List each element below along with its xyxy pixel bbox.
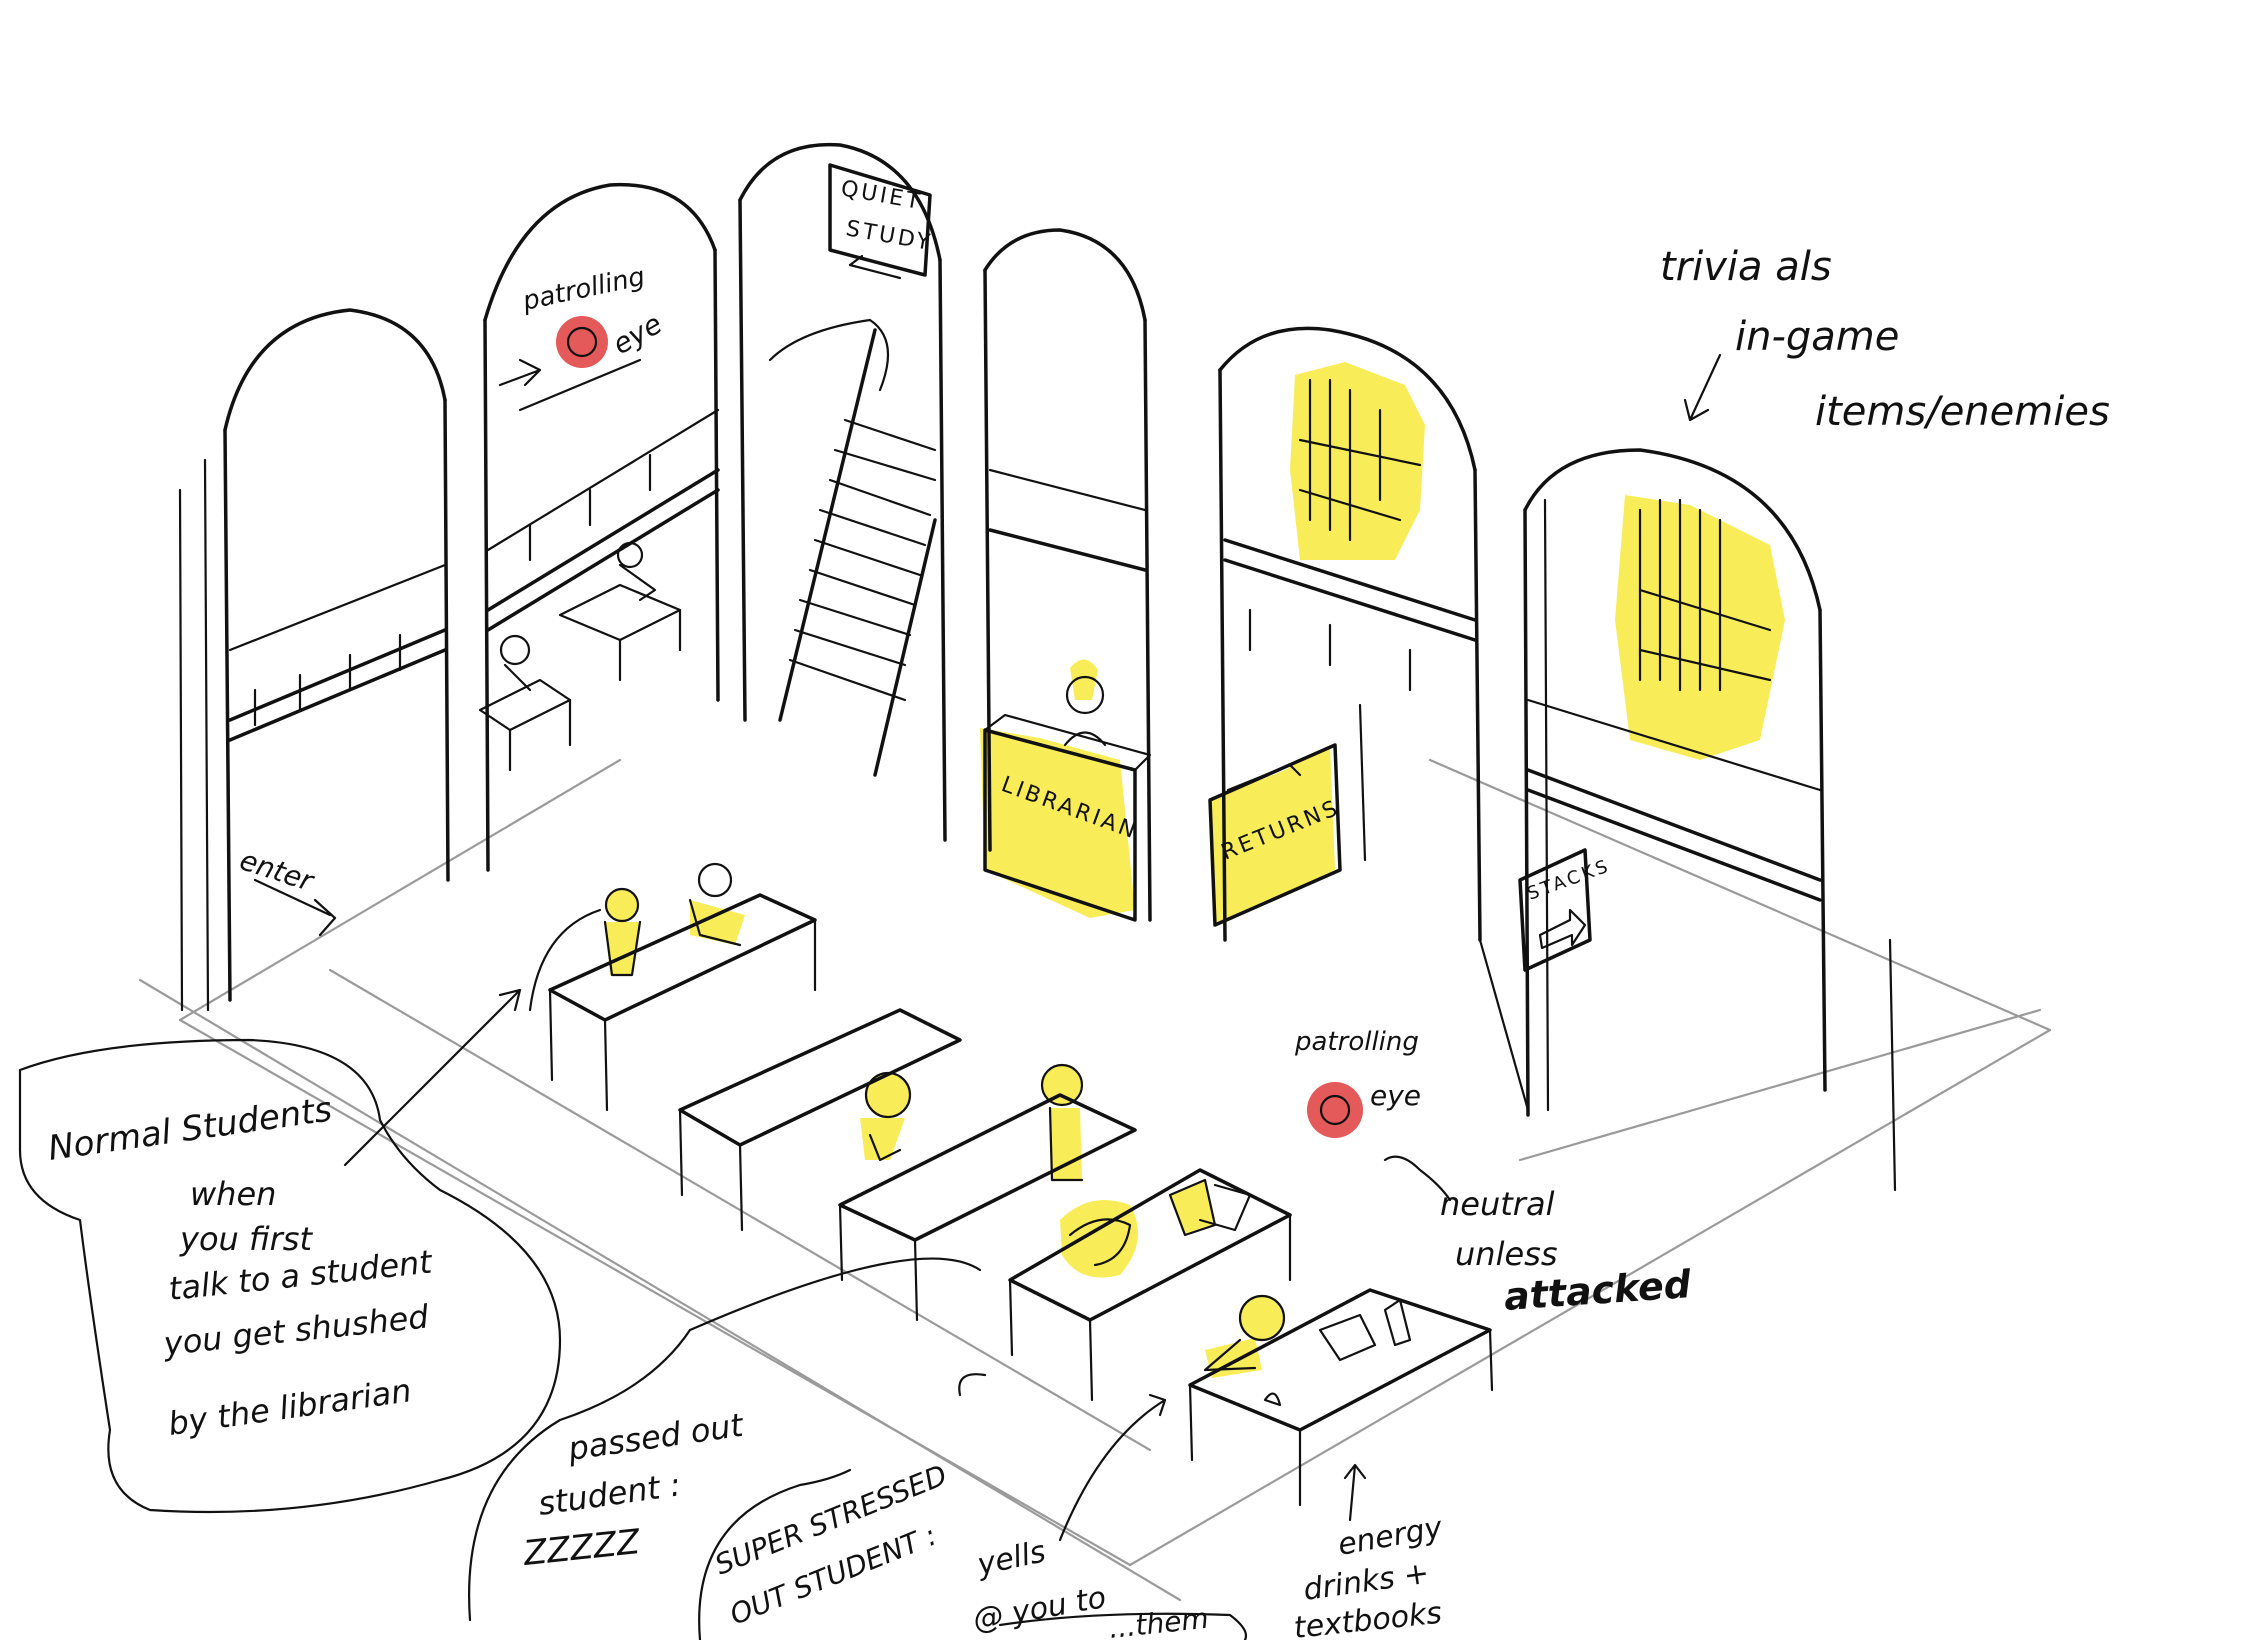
note-yells-2: @ you to <box>970 1580 1108 1638</box>
floor-back-left-edge <box>178 758 622 1022</box>
note-normal-4: you get shushed <box>161 1297 431 1363</box>
student-head-4 <box>1040 1063 1084 1107</box>
floor-front-line <box>138 978 1182 1602</box>
bookshelf-highlight-upper <box>1290 362 1425 560</box>
yells-bubble <box>998 1612 1248 1640</box>
note-passed-3: ZZZZZ <box>521 1522 643 1574</box>
normal-students-arrow <box>343 988 522 1167</box>
note-neutral-2: unless <box>1455 1235 1557 1273</box>
student-body-highlight-2 <box>690 900 745 945</box>
quiet-label: QUIET <box>839 176 924 215</box>
table-2 <box>678 1008 962 1147</box>
arch-2 <box>483 182 717 322</box>
staircase <box>768 318 937 777</box>
note-patrolling-right: patrolling <box>1294 1027 1419 1057</box>
stacks-sign: STACKS <box>1518 848 1614 972</box>
arch-4 <box>983 228 1147 322</box>
student-head-2 <box>697 862 733 898</box>
floor-left-edge <box>178 1018 1132 1567</box>
patrolling-eye-enemy-top <box>556 316 608 368</box>
sleeping-student <box>1068 1218 1132 1267</box>
note-passed-1: passed out <box>565 1406 747 1468</box>
student-green-arc <box>528 908 602 1012</box>
note-normal-1: when <box>190 1175 276 1213</box>
enemies <box>498 316 1363 1138</box>
passed-out-arrow <box>688 1257 982 1332</box>
note-eye-right: eye <box>1370 1079 1421 1112</box>
table-4 <box>1008 1168 1292 1322</box>
students <box>528 862 1412 1407</box>
note-yells-1: yells <box>973 1534 1048 1583</box>
floor <box>138 758 2052 1602</box>
student-head-highlight-3 <box>866 1073 910 1117</box>
librarian-desk-highlight <box>980 728 1135 918</box>
returns-desk-highlight <box>1210 745 1335 925</box>
annotation-shapes <box>18 353 1722 1640</box>
arch-5 <box>1218 326 1477 472</box>
student-head-highlight-1 <box>606 889 638 921</box>
note-yells-3: ...them <box>1107 1602 1210 1640</box>
note-neutral-1: neutral <box>1440 1185 1555 1223</box>
student-head-6 <box>1238 1294 1286 1342</box>
quiet-study-sign: QUIET STUDY <box>828 163 935 280</box>
stressed-bubble <box>698 1468 852 1640</box>
passed-out-bubble <box>468 1328 692 1622</box>
note-trivia-1: trivia als <box>1660 244 1832 290</box>
energy-arrow <box>1343 1463 1367 1522</box>
note-energy-1: energy <box>1335 1510 1446 1563</box>
note-normal-2: you first <box>179 1220 313 1258</box>
note-passed-2: student : <box>536 1465 683 1523</box>
student-head-highlight-4 <box>1042 1065 1082 1105</box>
floor-back-right-edge <box>1428 758 2052 1032</box>
arch-6 <box>1523 448 1822 612</box>
table-3 <box>838 1093 1137 1242</box>
student-head-1 <box>604 887 640 923</box>
floor-right-edge <box>1128 1028 2052 1567</box>
librarian-head-highlight <box>1070 659 1098 700</box>
arch-1 <box>223 308 447 432</box>
balconies <box>228 408 1822 902</box>
note-normal-5: by the librarian <box>166 1371 414 1443</box>
student-head-highlight-6 <box>1240 1296 1284 1340</box>
arch-3 <box>738 142 942 262</box>
study-tables <box>548 893 1494 1507</box>
note-normal-title: Normal Students <box>46 1090 335 1169</box>
student-body-highlight-3 <box>860 1118 905 1160</box>
stressed-papers <box>1168 1178 1252 1237</box>
sleeping-student-highlight <box>1060 1200 1138 1278</box>
enter-arrow <box>253 878 337 937</box>
note-trivia-3: items/enemies <box>1815 389 2110 435</box>
energy-items <box>1318 1298 1412 1362</box>
student-head-3 <box>864 1071 912 1119</box>
upper-desks <box>478 541 682 772</box>
stressed-arrow <box>958 1373 987 1397</box>
bookshelves <box>1298 378 1772 692</box>
patrolling-eye-enemy-right <box>1307 1082 1363 1138</box>
normal-students-bubble <box>18 1038 562 1514</box>
note-trivia-2: in-game <box>1735 314 1899 360</box>
stacks-label: STACKS <box>1525 855 1614 904</box>
neutral-arrow <box>1383 1155 1452 1202</box>
note-eye-top: eye <box>607 307 668 361</box>
arches <box>178 142 1897 1192</box>
study-label: STUDY <box>844 216 935 256</box>
note-patrolling-top: patrolling <box>519 262 647 317</box>
trivia-arrow <box>1683 353 1722 422</box>
yells-arrow <box>1058 1393 1167 1542</box>
handwritten-notes: patrolling eye enter trivia als in-game … <box>46 244 2110 1640</box>
